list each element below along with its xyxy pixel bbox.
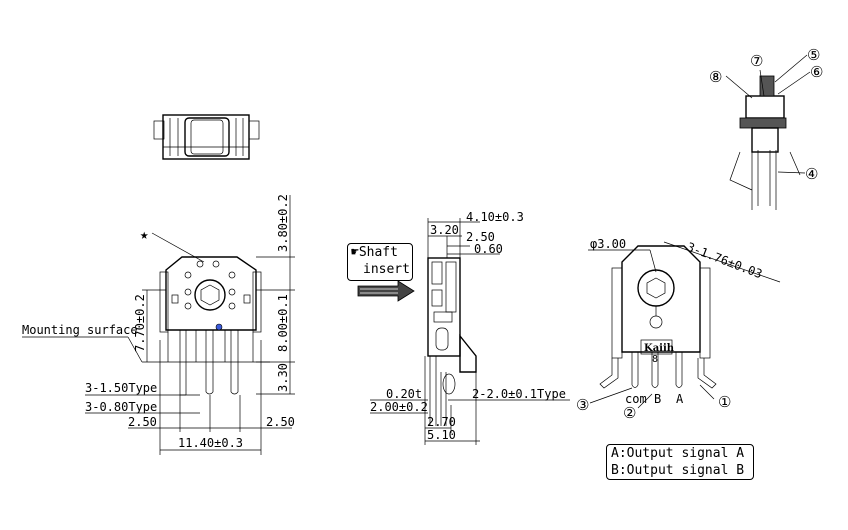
dim-3-30: 3.30 — [276, 363, 290, 392]
output-signal-legend: A:Output signal A B:Output signal B — [606, 444, 754, 480]
dim-2-2-0-type: 2-2.0±0.1Type — [472, 387, 566, 401]
isometric-view — [725, 54, 811, 210]
side-view — [357, 218, 570, 445]
callout-2: ② — [623, 404, 636, 422]
callout-5: ⑤ — [807, 46, 820, 64]
dim-7-70: 7.70±0.2 — [133, 294, 147, 352]
shaft-label: Shaft — [358, 245, 398, 260]
callout-4: ④ — [805, 165, 818, 183]
dim-0-60: 0.60 — [474, 242, 503, 256]
top-view — [153, 114, 260, 160]
dim-diameter-3-00: φ3.00 — [590, 237, 626, 251]
dim-2-70: 2.70 — [427, 415, 456, 429]
dim-8-00: 8.00±0.1 — [276, 294, 290, 352]
dim-2-50-side: 2.50 — [466, 230, 495, 244]
legend-line-a: A:Output signal A — [611, 446, 745, 461]
dim-3-0-80-type: 3-0.80Type — [85, 400, 157, 414]
callout-6: ⑥ — [810, 63, 823, 81]
kaiih-label: Kaiih — [644, 343, 675, 354]
dim-2-50-left: 2.50 — [128, 415, 157, 429]
pin-label-com: com — [625, 392, 647, 406]
dim-4-10: 4.10±0.3 — [466, 210, 524, 224]
dim-3-1-50-type: 3-1.50Type — [85, 381, 157, 395]
dim-3-1-76: 3-1.76±0.03 — [685, 240, 764, 282]
star-marker: ★ — [140, 227, 149, 243]
rear-view — [588, 241, 781, 409]
callout-1: ① — [718, 393, 731, 411]
dim-3-80: 3.80±0.2 — [276, 194, 290, 252]
dim-5-10: 5.10 — [427, 428, 456, 442]
callout-8: ⑧ — [709, 68, 722, 86]
callout-3: ③ — [576, 396, 589, 414]
front-view — [22, 195, 295, 455]
dim-2-00: 2.00±0.2 — [370, 400, 428, 414]
dim-3-20: 3.20 — [430, 223, 459, 237]
pin-label-b: B — [654, 392, 661, 406]
pin-label-a: A — [676, 392, 684, 406]
insert-label: insert — [363, 262, 410, 277]
dim-0-20t: 0.20t — [386, 387, 422, 401]
dim-2-50-right: 2.50 — [266, 415, 295, 429]
shaft-insert-note: ☛Shaft insert — [347, 243, 413, 281]
callout-7: ⑦ — [750, 52, 763, 70]
hand-pointer-icon: ☛ — [351, 245, 359, 260]
mounting-surface-label: Mounting surface — [22, 323, 138, 337]
legend-line-b: B:Output signal B — [611, 463, 745, 478]
kaiih-number: 8 — [652, 354, 658, 365]
dim-11-40: 11.40±0.3 — [178, 436, 243, 450]
